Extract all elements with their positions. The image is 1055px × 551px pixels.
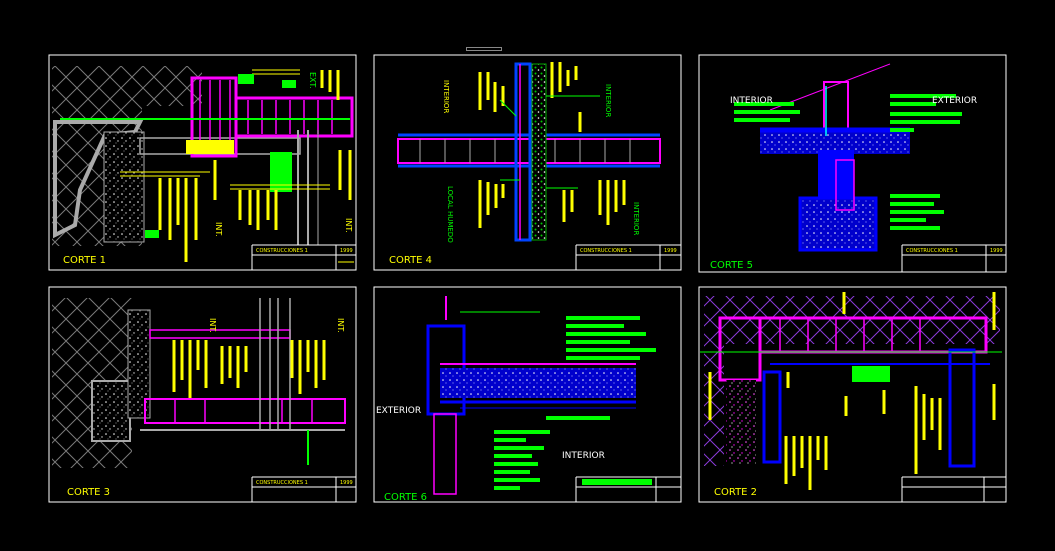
annotation-int: INT. — [214, 222, 223, 237]
annotation-interior: INTERIOR — [562, 451, 605, 461]
title-block-year: 1999 — [664, 248, 677, 254]
title-block-year: 1999 — [340, 248, 353, 254]
panel-corte-1 — [48, 54, 357, 271]
panel-label-corte-4: CORTE 4 — [389, 255, 432, 266]
title-block-text: CONSTRUCCIONES 1 — [580, 248, 632, 254]
annotation-interior: INTERIOR — [604, 84, 612, 117]
panel-corte-4 — [373, 54, 682, 271]
panel-label-corte-2: CORTE 2 — [714, 487, 757, 498]
toolbar-mark — [466, 47, 502, 51]
panel-corte-6 — [373, 286, 682, 503]
title-block-text: CONSTRUCCIONES 1 — [906, 248, 958, 254]
panel-corte-3 — [48, 286, 357, 503]
annotation-int: INT. — [336, 318, 345, 333]
panel-label-corte-1: CORTE 1 — [63, 255, 106, 266]
annotation-ext: EXT. — [308, 72, 317, 89]
title-block-year: 1999 — [990, 248, 1003, 254]
annotation-interior: INTERIOR — [632, 202, 640, 235]
annotation-local-humedo: LOCAL HUMEDO — [446, 186, 454, 243]
panel-corte-2 — [698, 286, 1007, 503]
annotation-int: INT. — [344, 218, 353, 233]
title-block-year: 1999 — [340, 480, 353, 486]
title-block-text: CONSTRUCCIONES 1 — [256, 480, 308, 486]
annotation-interior: INTERIOR — [442, 80, 450, 113]
annotation-interior: INTERIOR — [730, 96, 773, 106]
panel-label-corte-6: CORTE 6 — [384, 492, 427, 503]
title-block-text: CONSTRUCCIONES 1 — [256, 248, 308, 254]
annotation-exterior: EXTERIOR — [376, 406, 421, 416]
annotation-exterior: EXTERIOR — [932, 96, 977, 106]
panel-corte-5 — [698, 54, 1007, 273]
annotation-int: INT. — [208, 318, 217, 333]
panel-label-corte-5: CORTE 5 — [710, 260, 753, 271]
panel-label-corte-3: CORTE 3 — [67, 487, 110, 498]
